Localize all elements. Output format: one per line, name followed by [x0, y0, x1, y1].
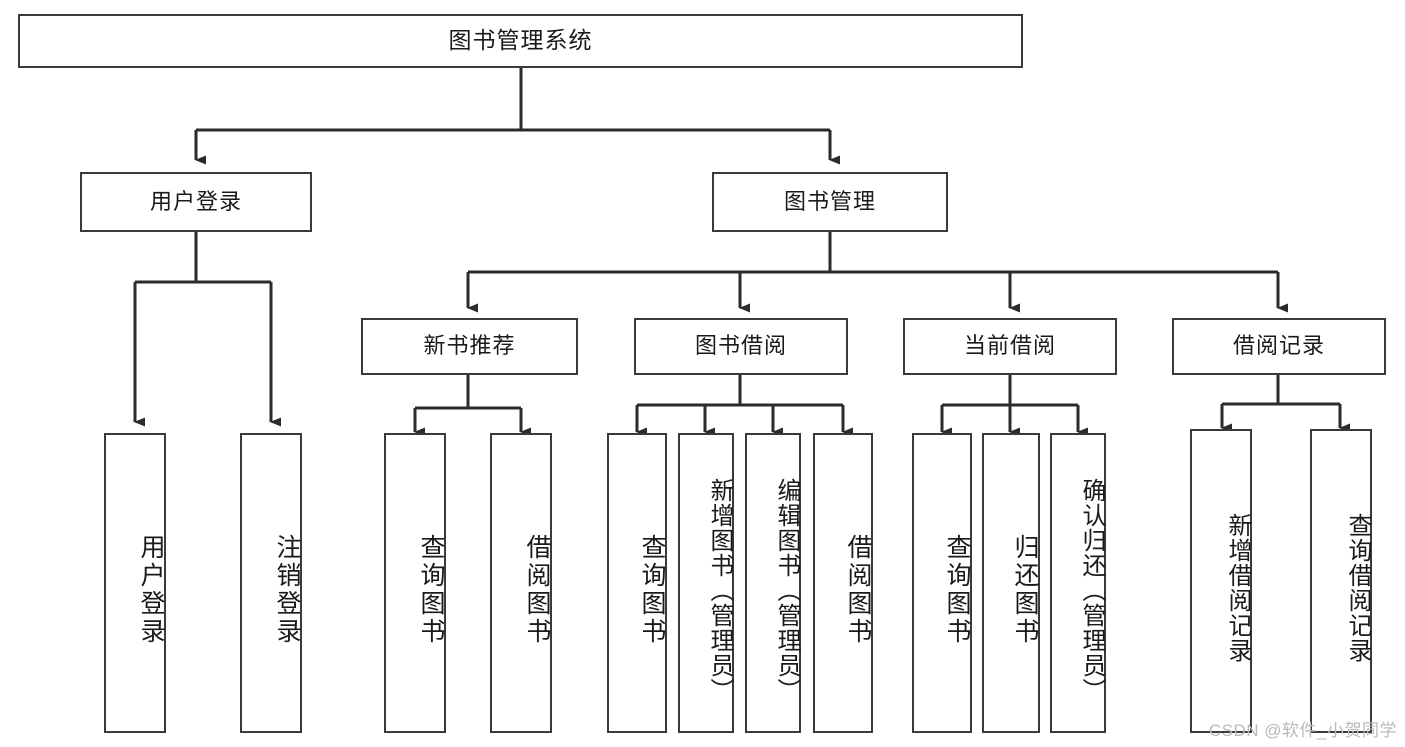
node-book-borrow[interactable]: 图书借阅 [634, 318, 848, 375]
node-leaf-query-book-2-label: 查询图书 [638, 534, 666, 646]
node-leaf-confirm-return[interactable]: 确认归还（管理员） [1050, 433, 1106, 733]
node-root[interactable]: 图书管理系统 [18, 14, 1023, 68]
node-leaf-query-book-1[interactable]: 查询图书 [384, 433, 446, 733]
node-new-book-recommend[interactable]: 新书推荐 [361, 318, 578, 375]
node-leaf-logout-label: 注销登录 [273, 534, 301, 646]
node-book-borrow-label: 图书借阅 [694, 333, 787, 359]
node-new-book-recommend-label: 新书推荐 [423, 333, 516, 359]
node-leaf-query-book-3-label: 查询图书 [943, 534, 971, 646]
node-leaf-query-book-3[interactable]: 查询图书 [912, 433, 972, 733]
node-leaf-query-book-1-label: 查询图书 [417, 534, 445, 646]
node-leaf-add-book[interactable]: 新增图书（管理员） [678, 433, 734, 733]
node-leaf-return-book[interactable]: 归还图书 [982, 433, 1040, 733]
node-leaf-edit-book[interactable]: 编辑图书（管理员） [745, 433, 801, 733]
node-leaf-user-login[interactable]: 用户登录 [104, 433, 166, 733]
node-borrow-record-label: 借阅记录 [1232, 333, 1325, 359]
node-borrow-record[interactable]: 借阅记录 [1172, 318, 1386, 375]
node-root-label: 图书管理系统 [448, 27, 593, 54]
node-book-manage[interactable]: 图书管理 [712, 172, 948, 232]
node-leaf-user-login-label: 用户登录 [137, 534, 165, 646]
node-leaf-confirm-return-label: 确认归还（管理员） [1078, 477, 1105, 703]
node-current-borrow-label: 当前借阅 [963, 333, 1056, 359]
node-leaf-borrow-book-1-label: 借阅图书 [523, 534, 551, 646]
node-user-login-label: 用户登录 [149, 188, 242, 214]
csdn-watermark: CSDN @软件_小贺同学 [1208, 721, 1397, 740]
node-leaf-logout[interactable]: 注销登录 [240, 433, 302, 733]
node-leaf-query-book-2[interactable]: 查询图书 [607, 433, 667, 733]
node-leaf-query-record[interactable]: 查询借阅记录 [1310, 429, 1372, 733]
node-leaf-query-record-label: 查询借阅记录 [1344, 513, 1371, 663]
node-user-login[interactable]: 用户登录 [80, 172, 312, 232]
node-leaf-add-book-label: 新增图书（管理员） [706, 477, 733, 703]
node-current-borrow[interactable]: 当前借阅 [903, 318, 1117, 375]
node-leaf-return-book-label: 归还图书 [1011, 534, 1039, 646]
node-leaf-add-record[interactable]: 新增借阅记录 [1190, 429, 1252, 733]
node-leaf-borrow-book-2-label: 借阅图书 [844, 534, 872, 646]
node-leaf-borrow-book-1[interactable]: 借阅图书 [490, 433, 552, 733]
node-book-manage-label: 图书管理 [783, 188, 876, 214]
node-leaf-edit-book-label: 编辑图书（管理员） [773, 477, 800, 703]
node-leaf-add-record-label: 新增借阅记录 [1224, 513, 1251, 663]
node-leaf-borrow-book-2[interactable]: 借阅图书 [813, 433, 873, 733]
